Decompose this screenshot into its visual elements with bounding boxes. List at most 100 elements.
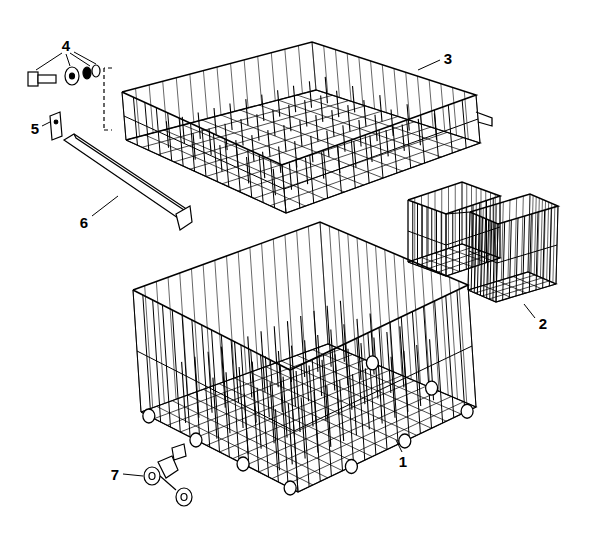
lower-rack <box>133 222 476 492</box>
callout-number: 2 <box>539 316 547 331</box>
leader-line <box>123 474 143 476</box>
wire <box>371 61 375 109</box>
wire <box>353 86 355 112</box>
wire <box>340 301 344 362</box>
wire <box>285 49 289 97</box>
wheel <box>426 381 438 395</box>
wire <box>259 105 422 164</box>
wire <box>297 95 461 150</box>
bolt-head <box>28 72 38 86</box>
callout-number: 5 <box>31 121 39 136</box>
wire <box>208 352 212 413</box>
wheel-hub <box>149 473 155 480</box>
rack-wheels <box>143 356 473 495</box>
wire <box>240 110 402 171</box>
wire <box>408 182 500 214</box>
wire <box>206 117 398 177</box>
upper-rack <box>122 42 480 213</box>
wire <box>248 336 252 397</box>
wire <box>547 202 549 280</box>
axle <box>160 476 176 490</box>
wire <box>553 205 555 283</box>
wire <box>289 163 291 189</box>
wire <box>534 197 536 275</box>
rack-handle <box>476 112 492 126</box>
wire <box>301 398 305 459</box>
wire <box>168 277 176 399</box>
callout-number: 7 <box>111 467 119 482</box>
wire <box>376 246 384 368</box>
wire <box>235 342 239 403</box>
wire <box>227 256 235 378</box>
wire <box>287 321 291 382</box>
rail-edge <box>74 134 190 214</box>
wire <box>320 222 328 344</box>
bolt-shank <box>38 75 56 83</box>
basket-joint <box>446 212 470 214</box>
wheel <box>143 409 155 423</box>
bracket <box>50 112 62 140</box>
washer <box>92 65 100 77</box>
wire <box>311 136 313 162</box>
wire <box>198 112 200 138</box>
wire <box>294 346 472 431</box>
wire <box>257 114 259 140</box>
wire <box>257 388 261 449</box>
wire <box>298 46 302 94</box>
wire <box>273 110 275 136</box>
wire <box>364 100 366 126</box>
wheel <box>237 457 249 471</box>
wire <box>400 326 404 387</box>
wire <box>353 374 357 435</box>
wire <box>220 145 222 171</box>
wire <box>309 81 311 107</box>
leader-line <box>42 122 50 126</box>
wire <box>141 344 476 492</box>
wire <box>387 332 391 393</box>
wire <box>190 74 194 122</box>
wheel <box>284 481 296 495</box>
wire <box>305 100 307 126</box>
wire <box>531 195 533 273</box>
wheel-hub <box>181 494 187 501</box>
wire <box>471 186 472 248</box>
wire <box>482 278 542 296</box>
wire <box>126 90 480 213</box>
wire <box>450 277 458 399</box>
basket-right <box>468 194 558 302</box>
wire <box>279 146 281 172</box>
wire <box>261 331 265 392</box>
wire <box>300 120 302 146</box>
leader-lines <box>36 52 535 476</box>
wire <box>274 326 278 387</box>
wire <box>417 345 421 406</box>
wire <box>380 95 382 121</box>
wire <box>262 243 270 365</box>
wire <box>214 108 216 134</box>
rail-stop <box>176 206 192 230</box>
wire <box>293 86 295 112</box>
wire <box>312 42 316 90</box>
wire <box>166 121 168 147</box>
wire <box>394 254 402 376</box>
wire <box>366 242 374 364</box>
wire <box>316 115 318 141</box>
leader-line <box>36 52 96 70</box>
wire <box>320 222 328 344</box>
wire <box>348 105 350 131</box>
callout-number: 6 <box>80 215 88 230</box>
callout-number: 1 <box>399 454 407 469</box>
wire <box>284 125 286 151</box>
washer <box>83 67 91 79</box>
wire <box>391 109 393 135</box>
basket-left <box>408 182 500 276</box>
wire <box>408 244 500 276</box>
wire <box>497 245 557 263</box>
wire <box>365 368 369 429</box>
wire <box>429 80 433 128</box>
wire <box>327 131 329 157</box>
wire <box>262 95 264 121</box>
wire <box>470 194 558 224</box>
wire <box>278 351 282 412</box>
